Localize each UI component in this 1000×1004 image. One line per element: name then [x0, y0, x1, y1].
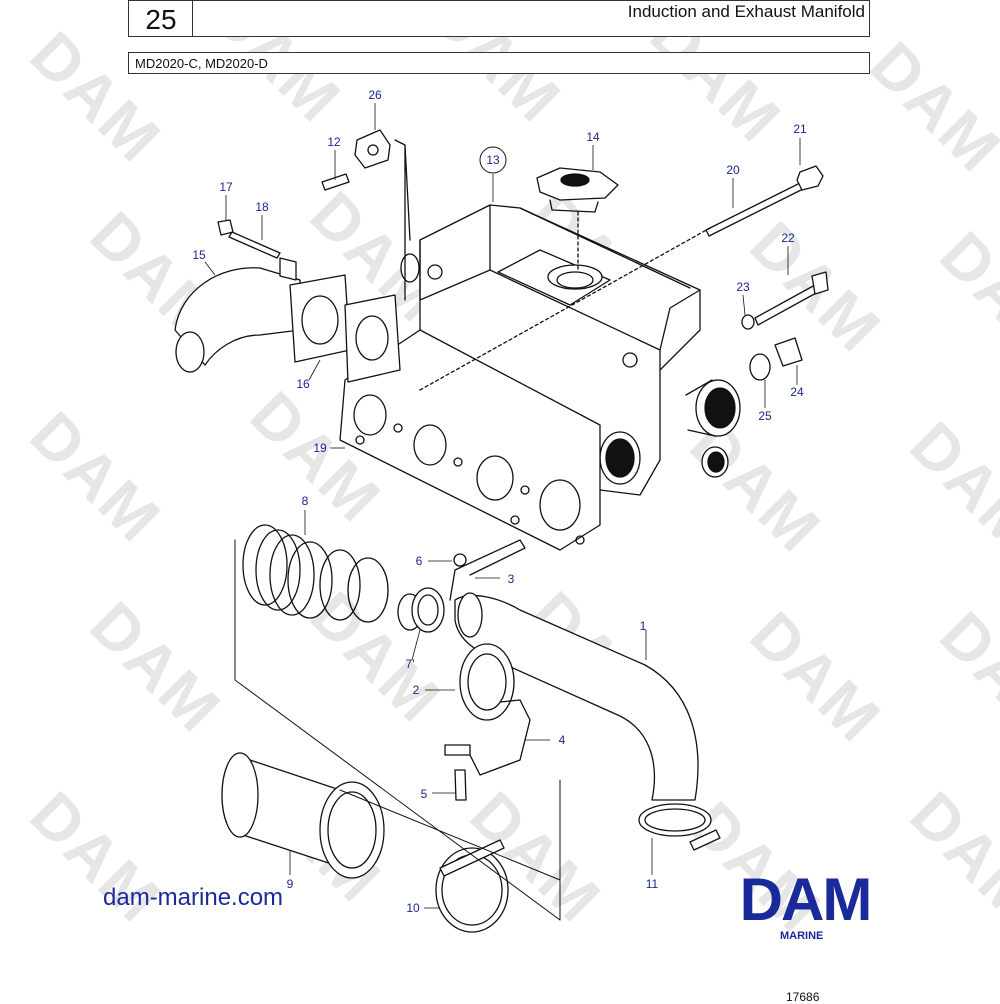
callout-5: 5 — [421, 787, 428, 801]
top-right-fasteners — [419, 165, 829, 391]
callout-7: 7' — [406, 657, 415, 671]
title-box: Induction and Exhaust Manifold — [192, 0, 870, 37]
callout-11: 11 — [646, 877, 659, 891]
callout-10: 10 — [406, 901, 420, 915]
callout-3: 3 — [508, 572, 515, 586]
callout-2: 2 — [413, 683, 420, 697]
callout-15: 15 — [192, 248, 206, 262]
callout-labels: 1 2 3 4 5 6 7' 8 9 10 11 12 13 14 15 16 … — [192, 88, 807, 915]
callout-24: 24 — [790, 385, 804, 399]
callout-17: 17 — [219, 180, 233, 194]
website-link[interactable]: dam-marine.com — [103, 884, 284, 911]
top-left-fasteners — [217, 129, 411, 301]
rubber-sleeve — [397, 587, 445, 633]
callout-26: 26 — [368, 88, 382, 102]
exhaust-hose — [221, 752, 509, 933]
logo-subtitle: MARINE — [780, 930, 824, 942]
callout-23: 23 — [736, 280, 750, 294]
page-number-box: 25 — [128, 0, 192, 37]
bellows-spring — [242, 524, 389, 623]
callout-12: 12 — [327, 135, 341, 149]
assembly-outline — [234, 539, 561, 921]
model-box: MD2020-C, MD2020-D — [128, 52, 870, 74]
callout-22: 22 — [781, 231, 795, 245]
callout-13-circle — [479, 146, 507, 174]
callout-6: 6 — [416, 554, 423, 568]
callout-1: 1 — [640, 619, 647, 633]
callout-19: 19 — [313, 441, 327, 455]
callout-16: 16 — [296, 377, 310, 391]
callout-25: 25 — [758, 409, 772, 423]
page-title: Induction and Exhaust Manifold — [627, 2, 865, 21]
figure-number: 17686 — [786, 990, 820, 1004]
dam-marine-logo: DAM — [740, 870, 873, 926]
water-elbow — [174, 257, 401, 383]
exhaust-gasket — [339, 329, 601, 551]
page-number: 25 — [145, 4, 177, 35]
callout-18: 18 — [255, 200, 269, 214]
callout-14: 14 — [586, 130, 600, 144]
callout-13: 13 — [486, 153, 500, 167]
exhaust-elbow-pipe — [444, 539, 721, 851]
filler-cap — [536, 167, 619, 271]
model-list: MD2020-C, MD2020-D — [135, 56, 268, 71]
callout-8: 8 — [302, 494, 309, 508]
callout-4: 4 — [559, 733, 566, 747]
logo-text: DAM — [740, 870, 871, 926]
callout-9: 9 — [287, 877, 294, 891]
callout-21: 21 — [793, 122, 807, 136]
callout-20: 20 — [726, 163, 740, 177]
callout-leaders — [204, 103, 801, 909]
